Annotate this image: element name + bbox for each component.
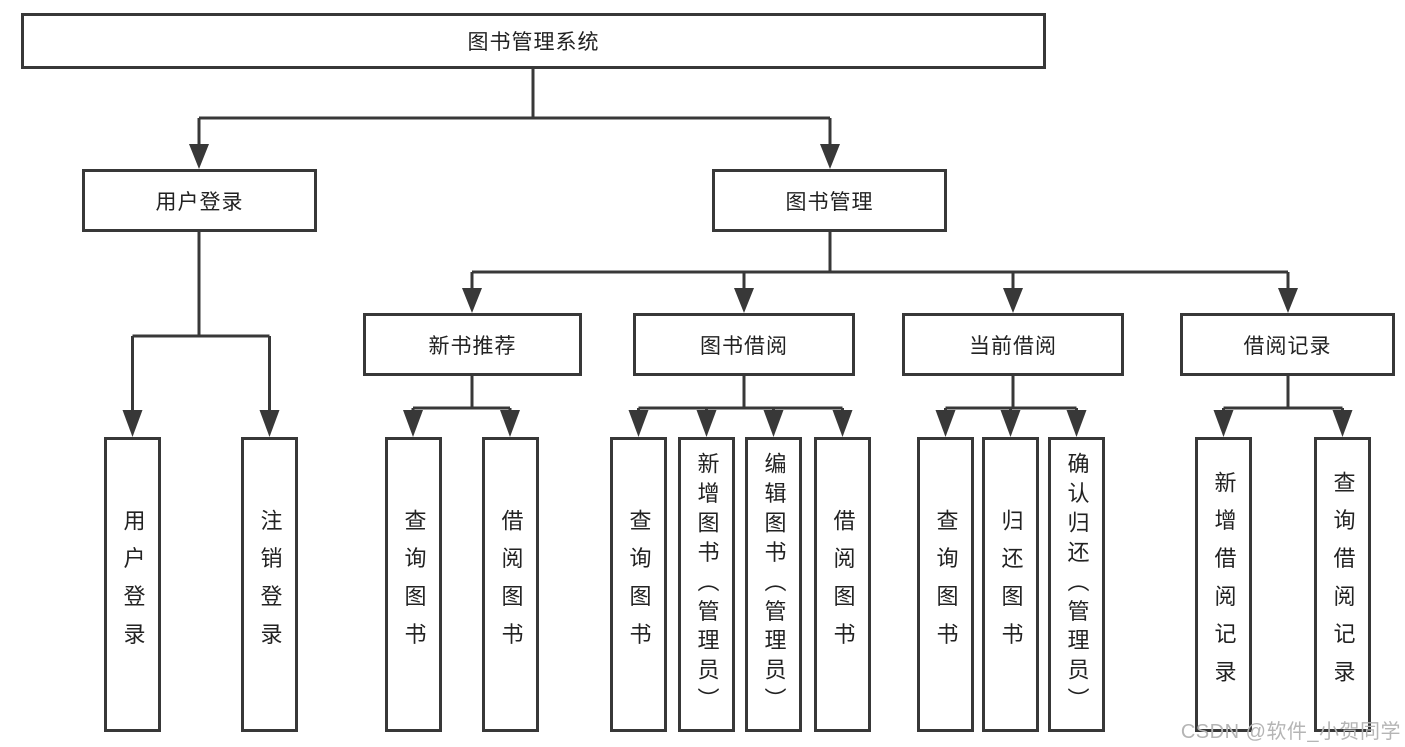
leaf-borrowing-query-books: 查询图书 [610, 437, 667, 732]
leaf-borrowing-add-books-admin: 新增图书（管理员） [678, 437, 735, 732]
csdn-watermark: CSDN @软件_小贺同学 [1180, 721, 1401, 743]
leaf-recommend-query-books: 查询图书 [385, 437, 442, 732]
leaf-current-confirm-return-admin: 确认归还（管理员） [1048, 437, 1105, 732]
node-book-borrowing: 图书借阅 [633, 313, 855, 376]
node-borrowing-records: 借阅记录 [1180, 313, 1395, 376]
node-user-login: 用户登录 [82, 169, 317, 232]
node-book-management: 图书管理 [712, 169, 947, 232]
node-new-book-recommend: 新书推荐 [363, 313, 582, 376]
leaf-records-query-record: 查询借阅记录 [1314, 437, 1371, 732]
leaf-records-add-record: 新增借阅记录 [1195, 437, 1252, 732]
node-current-borrowing: 当前借阅 [902, 313, 1124, 376]
leaf-borrowing-edit-books-admin: 编辑图书（管理员） [745, 437, 802, 732]
leaf-user-login: 用户登录 [104, 437, 161, 732]
leaf-current-query-books: 查询图书 [917, 437, 974, 732]
leaf-logout: 注销登录 [241, 437, 298, 732]
leaf-current-return-books: 归还图书 [982, 437, 1039, 732]
node-library-management-system: 图书管理系统 [21, 13, 1046, 69]
leaf-recommend-borrow-books: 借阅图书 [482, 437, 539, 732]
leaf-borrowing-borrow-books: 借阅图书 [814, 437, 871, 732]
